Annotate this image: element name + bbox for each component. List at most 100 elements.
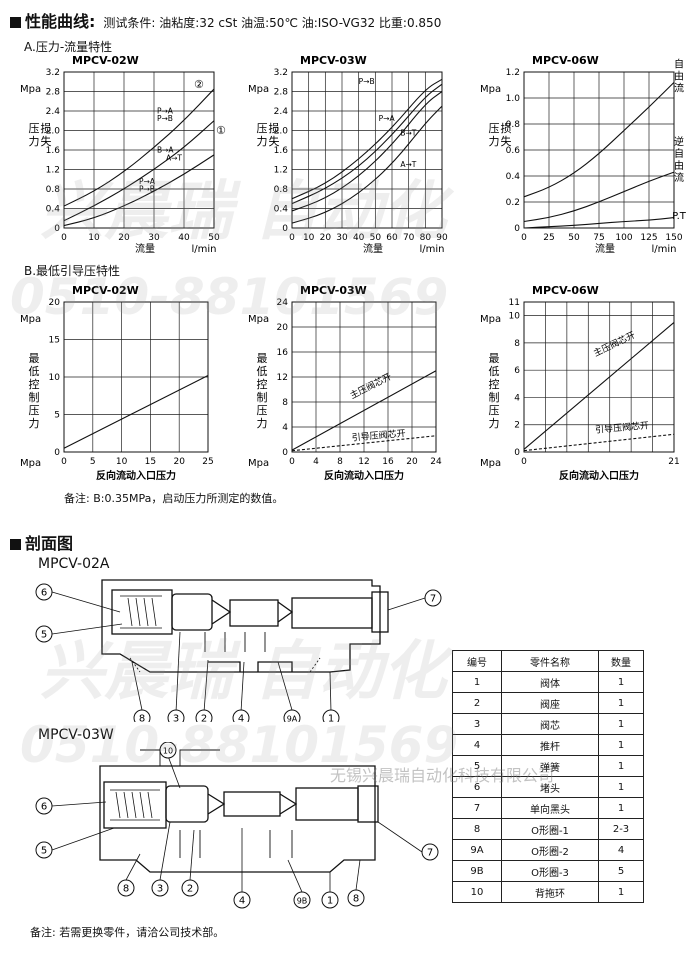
callout-label: 1 [327, 896, 333, 907]
table-header-row: 编号 零件名称 数量 [452, 650, 644, 672]
table-cell: 背拖环 [501, 881, 599, 903]
table-cell: 9B [452, 860, 502, 882]
x-tick-label: 0 [61, 457, 67, 467]
y-tick-label: 0.4 [506, 172, 521, 182]
y-axis-label-char: 低 [257, 365, 268, 378]
callout-circle [159, 742, 177, 759]
series-line [523, 433, 675, 452]
series-line [291, 78, 443, 200]
y-axis-label-char: 低 [29, 365, 40, 378]
y-tick-label: 0 [282, 448, 288, 458]
callout-circle [421, 843, 439, 861]
y-tick-label: 20 [277, 323, 289, 333]
plot-frame [291, 301, 437, 453]
series-line [291, 91, 443, 212]
callout-label: 5 [41, 846, 47, 857]
plot-frame [523, 301, 675, 453]
y-tick-label: 8 [514, 339, 520, 349]
table-cell: 1 [598, 671, 644, 693]
x-tick-label: 5 [90, 457, 96, 467]
callout-label: 2 [187, 884, 193, 895]
x-tick-label: 50 [568, 233, 580, 243]
y-axis-label-char: 失 [269, 135, 280, 148]
plot-frame [63, 301, 209, 453]
y-unit-label: Mpa [20, 314, 41, 325]
x-tick-label: 80 [420, 233, 432, 243]
y-tick-label: 0.8 [274, 185, 289, 195]
x-axis-label: 反向流动入口压力 [324, 469, 404, 482]
callout-circle [133, 709, 151, 722]
y-tick-label: 0.4 [46, 205, 61, 215]
y-axis-label-char: 低 [489, 365, 500, 378]
x-tick-label: 25 [202, 457, 213, 467]
series-label: 由 [674, 69, 684, 82]
y-tick-label: 4 [514, 393, 520, 403]
callout-label: 2 [201, 714, 207, 723]
callout-label: 4 [238, 714, 244, 723]
table-cell: 2 [452, 692, 502, 714]
table-cell: 1 [598, 692, 644, 714]
x-axis-unit: l/min [191, 244, 216, 255]
callout-circle [117, 879, 135, 897]
callout-circle [35, 625, 53, 643]
cross-section-title: 剖面图 [25, 534, 74, 553]
series-label: 引导压阀芯开 [595, 419, 650, 436]
y-axis-label-char: 力 [257, 417, 268, 430]
x-axis-label: 反向流动入口压力 [559, 469, 639, 482]
performance-header: 性能曲线:测试条件: 油粘度:32 cSt 油温:50℃ 油:ISO-VG32 … [10, 8, 441, 32]
model-w-label: MPCV-03W [38, 727, 114, 743]
callout-label: 3 [157, 884, 163, 895]
x-axis-label: 反向流动入口压力 [96, 469, 176, 482]
cross-section-header: 剖面图 [10, 530, 73, 554]
y-tick-label: 8 [282, 398, 288, 408]
y-axis-label-char: 制 [29, 391, 40, 404]
x-tick-label: 20 [320, 233, 332, 243]
series-label: 自 [674, 57, 684, 70]
series-label: 由 [674, 159, 684, 172]
y-tick-label: 20 [49, 298, 61, 308]
x-tick-label: 50 [370, 233, 382, 243]
x-tick-label: 40 [178, 233, 190, 243]
y-tick-label: 2.8 [274, 88, 289, 98]
callout-circle [35, 841, 53, 859]
footer-note: 备注: 若需更换零件，请洽公司技术部。 [30, 926, 225, 939]
y-axis-label-char: 力 [257, 135, 268, 148]
callout-circle [424, 589, 442, 607]
x-tick-label: 0 [521, 233, 527, 243]
series-line [291, 370, 437, 451]
y-tick-label: 0 [54, 224, 60, 234]
series-line [63, 88, 215, 207]
x-tick-label: 60 [386, 233, 398, 243]
y-axis-label-char: 控 [29, 377, 40, 391]
callout-circle [233, 891, 251, 909]
table-cell: 1 [598, 776, 644, 798]
y-tick-label: 0.8 [46, 185, 61, 195]
model-a-label: MPCV-02A [38, 556, 110, 572]
y-tick-label: 15 [49, 336, 60, 346]
y-unit-label: Mpa [480, 314, 501, 325]
chart-title: MPCV-06W [532, 284, 599, 297]
series-label: B→T [400, 128, 416, 137]
table-cell: 5 [452, 755, 502, 777]
series-label: P→A [379, 114, 396, 123]
y-axis-label-char: 最 [489, 352, 500, 365]
y-tick-label: 0 [282, 224, 288, 234]
y-axis-label-char: 损 [501, 121, 512, 135]
y-axis-label-char: 失 [501, 135, 512, 148]
y-tick-label: 3.2 [274, 68, 288, 78]
series-line [291, 105, 443, 224]
plot-frame [63, 71, 215, 229]
y-tick-label: 1.6 [46, 146, 61, 156]
y-axis-label-char: 压 [257, 404, 268, 417]
y-tick-label: 2.4 [274, 107, 289, 117]
y-axis-label-char: 压 [29, 404, 40, 417]
y-unit-label: Mpa [248, 314, 269, 325]
